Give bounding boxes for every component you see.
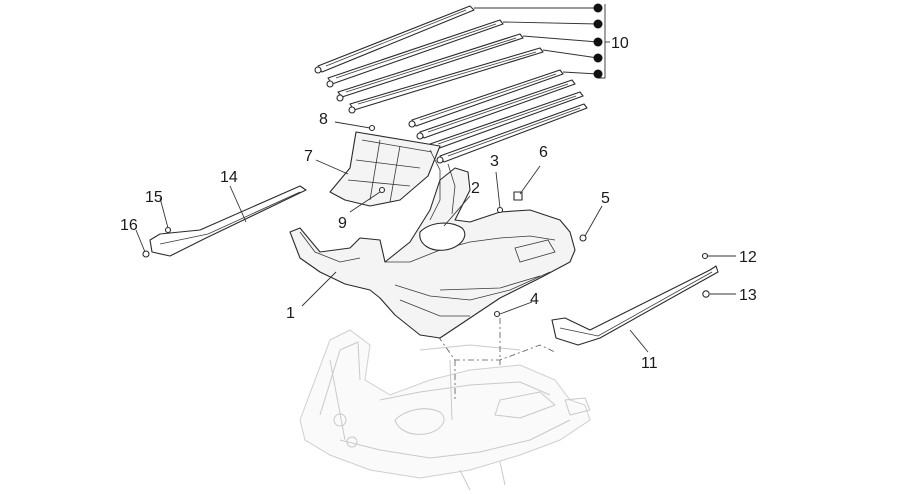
callout-3: 3 <box>490 153 499 170</box>
callout-11: 11 <box>641 355 658 372</box>
callout-9: 9 <box>338 215 347 232</box>
callout-1: 1 <box>286 305 295 322</box>
callout-4: 4 <box>530 291 539 308</box>
callout-2: 2 <box>471 180 480 197</box>
ghost-frame <box>299 329 591 491</box>
callout-12: 12 <box>739 249 757 266</box>
leader-lines <box>135 4 736 353</box>
callout-labels: 1 2 3 4 5 6 7 8 9 10 11 12 13 14 15 16 <box>120 35 757 372</box>
reference-dots <box>593 3 603 79</box>
callout-13: 13 <box>739 287 757 304</box>
callout-16: 16 <box>120 217 138 234</box>
center-lines <box>429 318 556 400</box>
callout-15: 15 <box>145 189 163 206</box>
floor-panel <box>289 149 576 339</box>
callout-14: 14 <box>220 169 238 186</box>
callout-5: 5 <box>601 190 610 207</box>
callout-8: 8 <box>319 111 328 128</box>
trim-strips <box>314 5 588 164</box>
callout-6: 6 <box>539 144 548 161</box>
callout-10: 10 <box>611 35 629 52</box>
hardware <box>142 124 710 318</box>
side-rails <box>149 185 719 346</box>
callout-7: 7 <box>304 148 313 165</box>
footrest-cover <box>329 131 441 207</box>
